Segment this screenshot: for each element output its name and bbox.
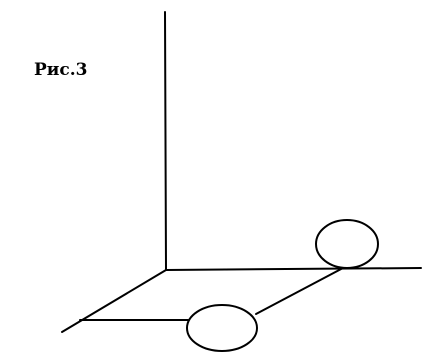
depth-axis bbox=[61, 269, 167, 333]
connector-line bbox=[255, 267, 344, 315]
figure-label: Рис.3 bbox=[34, 60, 88, 80]
vertical-axis bbox=[164, 11, 167, 271]
horizontal-axis bbox=[165, 267, 422, 271]
upper-circle bbox=[315, 219, 379, 269]
lower-circle bbox=[186, 304, 258, 352]
